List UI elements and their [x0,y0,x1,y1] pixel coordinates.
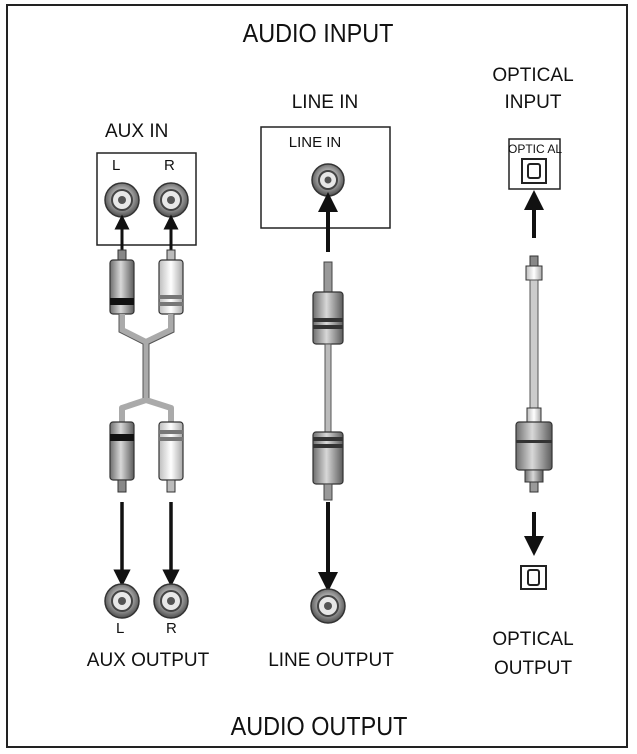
aux-output-label: AUX OUTPUT [86,650,210,671]
aux-out-right-label: R [166,620,177,637]
aux-in-label: AUX IN [105,121,169,142]
optical-input-label-line2: INPUT [504,92,562,113]
aux-y-cable [119,314,174,422]
audio-output-title: AUDIO OUTPUT [230,711,408,741]
optical-cable [515,255,553,493]
diagram-frame [6,4,628,748]
aux-output-jack-right [153,583,189,619]
aux-lower-plug-right [158,421,184,493]
optical-port-label: OPTIC AL [507,142,563,156]
aux-out-left-label: L [116,620,125,637]
aux-in-left-label: L [112,157,121,174]
optical-output-label-line1: OPTICAL [492,629,574,650]
aux-in-right-label: R [164,157,175,174]
aux-in-jack-right [153,182,189,218]
line-cable [312,261,344,501]
line-in-jack [311,163,345,197]
audio-input-title: AUDIO INPUT [242,18,394,48]
aux-output-jack-left [104,583,140,619]
line-output-jack [310,588,346,624]
aux-lower-plug-left [109,421,135,493]
optical-output-label-line2: OUTPUT [493,658,573,679]
line-in-label: LINE IN [291,92,359,113]
optical-input-port [508,138,561,190]
optical-input-label-line1: OPTICAL [492,65,574,86]
aux-in-jack-left [104,182,140,218]
aux-upper-plug-left [109,249,135,315]
line-output-label: LINE OUTPUT [268,650,394,671]
line-in-box-label: LINE IN [288,134,342,151]
optical-output-port [520,565,547,590]
aux-upper-plug-right [158,249,184,315]
